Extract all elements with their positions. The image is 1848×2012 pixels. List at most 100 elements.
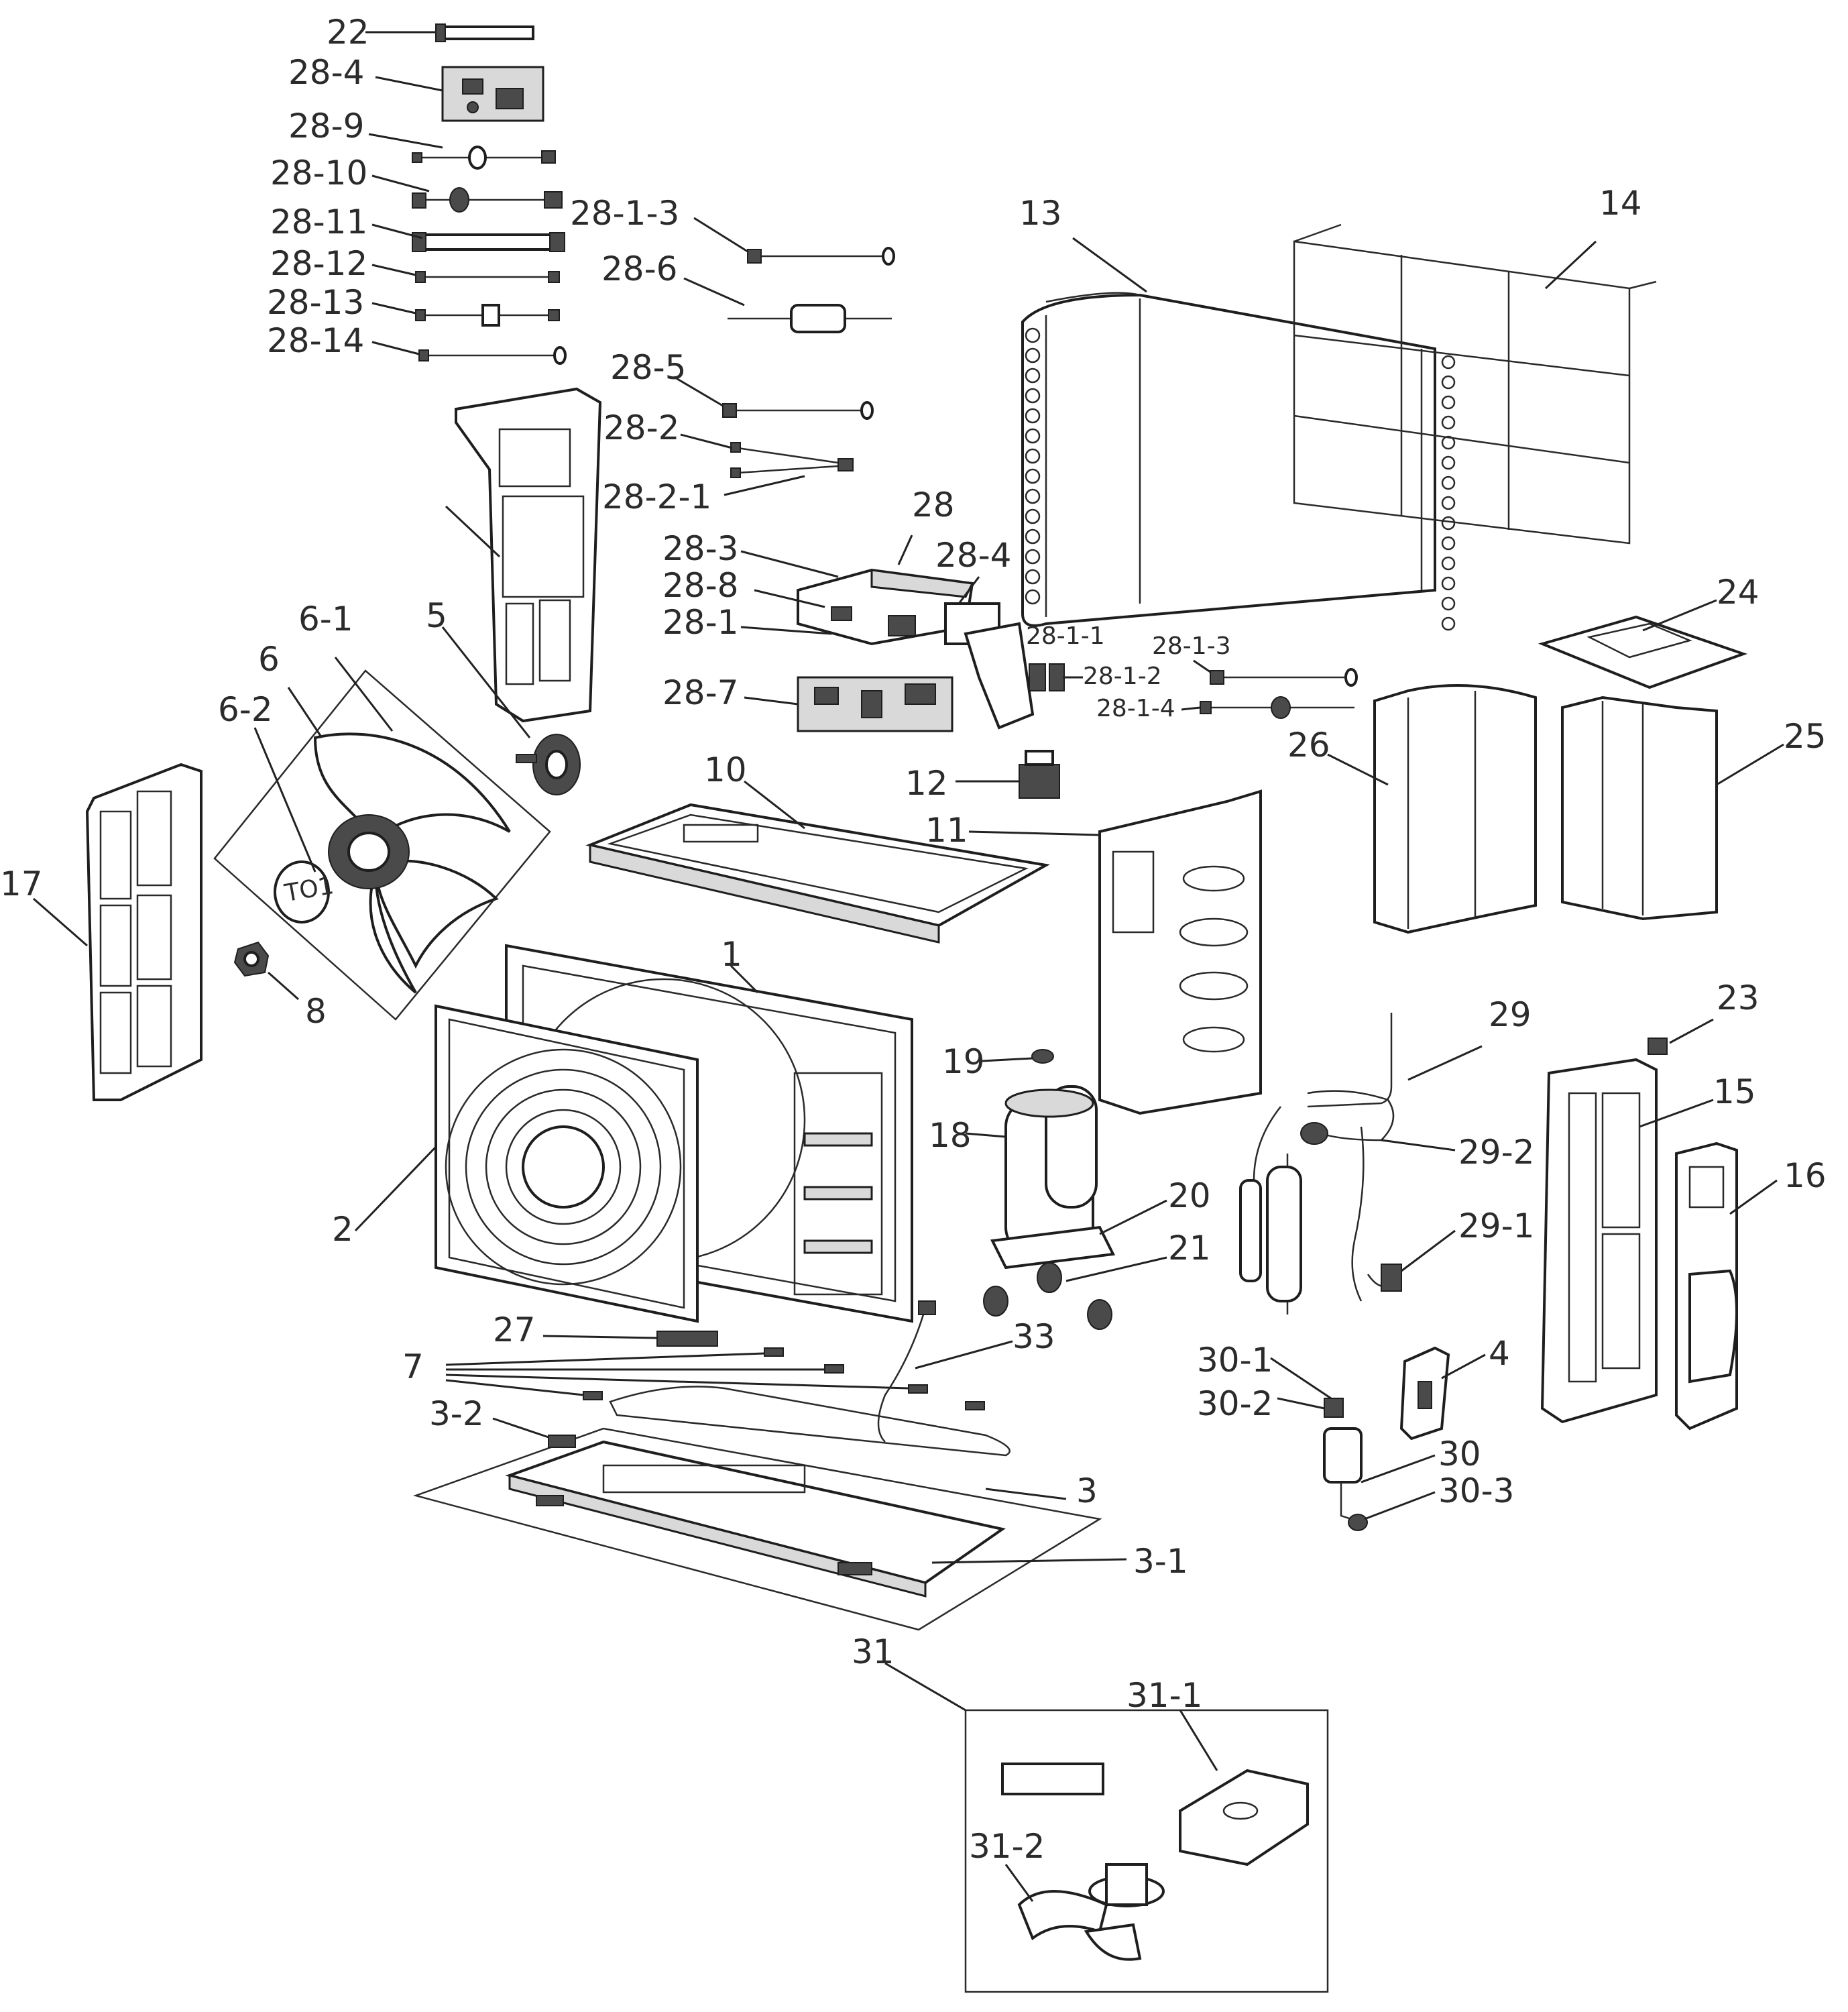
coil-hairpins-left — [1025, 327, 1041, 605]
part-5-fan-motor — [441, 626, 581, 795]
label-28-3: 28-3 — [662, 529, 738, 568]
part-28-1-4-sensor — [1181, 696, 1354, 719]
label-3-2: 3-2 — [429, 1394, 484, 1433]
label-31: 31 — [852, 1632, 894, 1671]
part-33-heater-cable — [609, 1300, 1013, 1457]
part-28-5-sensor — [673, 376, 874, 420]
part-29-piping-assembly — [1239, 1013, 1483, 1315]
part-motor-bracket — [445, 387, 602, 723]
label-2: 2 — [332, 1210, 353, 1249]
part-28-11-harness — [371, 223, 565, 252]
label-4: 4 — [1489, 1334, 1510, 1373]
label-30-3: 30-3 — [1438, 1471, 1514, 1510]
label-28-8: 28-8 — [662, 566, 738, 605]
label-28-4-top: 28-4 — [288, 53, 364, 92]
part-22-terminal-block — [365, 23, 534, 42]
label-6-2: 6-2 — [218, 690, 273, 729]
label-19: 19 — [942, 1042, 985, 1081]
label-28-1-1: 28-1-1 — [1026, 622, 1105, 650]
part-15-right-side-panel — [1540, 1058, 1714, 1424]
label-27: 27 — [493, 1310, 536, 1349]
label-28: 28 — [912, 486, 955, 524]
part-7-screws — [445, 1347, 985, 1410]
part-14-rear-wire-grille — [1293, 223, 1657, 545]
label-29-2: 29-2 — [1458, 1133, 1534, 1172]
label-26: 26 — [1287, 726, 1330, 765]
part-28-4-pcb-top — [375, 66, 544, 122]
label-28-9: 28-9 — [288, 107, 364, 146]
label-1: 1 — [721, 935, 742, 974]
part-6-fan-assembly: TO1 — [213, 657, 551, 1021]
part-28-12-harness — [371, 264, 560, 283]
label-25: 25 — [1784, 717, 1827, 756]
label-28-4: 28-4 — [935, 536, 1011, 575]
label-21: 21 — [1168, 1229, 1211, 1268]
label-31-1: 31-1 — [1127, 1676, 1202, 1715]
label-28-1-2: 28-1-2 — [1083, 663, 1162, 690]
part-2-front-grille — [354, 1004, 699, 1323]
label-15: 15 — [1713, 1072, 1756, 1111]
label-14: 14 — [1599, 184, 1642, 223]
label-30-2: 30-2 — [1197, 1384, 1273, 1423]
part-20-mounting-base — [990, 1199, 1167, 1270]
label-28-2: 28-2 — [603, 408, 679, 447]
label-28-11: 28-11 — [270, 203, 367, 241]
label-18: 18 — [929, 1116, 972, 1155]
label-28-5: 28-5 — [610, 348, 686, 387]
label-28-12: 28-12 — [270, 244, 367, 283]
label-7: 7 — [402, 1347, 424, 1386]
part-28-1-1-and-28-1-2-cores — [1029, 663, 1083, 691]
label-20: 20 — [1168, 1176, 1211, 1215]
part-24-insulation-sheet — [1538, 599, 1748, 689]
label-6: 6 — [258, 640, 280, 679]
label-28-1-3: 28-1-3 — [1152, 632, 1231, 660]
part-29-1-service-valve — [1367, 1229, 1456, 1292]
label-29: 29 — [1489, 995, 1532, 1034]
part-28-7-pcb — [744, 676, 954, 732]
part-28-10-harness — [371, 174, 563, 213]
label-11: 11 — [925, 811, 968, 850]
label-22: 22 — [327, 13, 369, 52]
part-28-9-harness — [368, 133, 556, 170]
label-28-6: 28-6 — [601, 249, 677, 288]
part-8-nut — [233, 941, 299, 1001]
coil-hairpins-right — [1441, 355, 1456, 631]
part-28-electric-box — [740, 535, 1035, 730]
label-28-7: 28-7 — [662, 673, 738, 712]
part-28-13-harness — [371, 302, 560, 327]
label-31-2: 31-2 — [969, 1827, 1045, 1866]
part-28-2-sensor-pair — [680, 433, 854, 496]
part-12-reactor — [956, 750, 1060, 799]
label-3: 3 — [1076, 1471, 1098, 1510]
label-16: 16 — [1784, 1156, 1827, 1195]
part-number-labels: 22 28-4 28-9 28-10 28-11 28-12 28-13 28-… — [0, 13, 1827, 1866]
label-17: 17 — [0, 864, 43, 903]
label-13: 13 — [1019, 194, 1062, 233]
part-3-2-bracket — [492, 1417, 576, 1448]
label-28-2-1: 28-2-1 — [602, 478, 711, 516]
part-16-valve-cover — [1675, 1141, 1778, 1431]
part-28-14-sensor — [371, 341, 567, 365]
part-28-6-reactor-cable — [683, 277, 892, 333]
part-28-1-3-sensor-top — [693, 217, 895, 266]
label-30-1: 30-1 — [1197, 1341, 1273, 1380]
label-6-1: 6-1 — [298, 600, 353, 638]
part-26-sound-insulation — [1327, 684, 1537, 934]
part-30-four-way-valve-assembly — [1270, 1357, 1436, 1531]
label-5: 5 — [426, 596, 447, 635]
part-27-screw-set — [542, 1331, 718, 1347]
part-31-1-drain-cap — [1179, 1710, 1309, 1866]
label-28-1-3-top: 28-1-3 — [570, 194, 679, 233]
label-28-10: 28-10 — [270, 154, 367, 192]
label-28-1-4: 28-1-4 — [1096, 695, 1175, 722]
part-3-base-pan-assembly — [412, 1427, 1127, 1631]
label-23: 23 — [1717, 979, 1759, 1017]
label-28-13: 28-13 — [267, 283, 364, 322]
part-18-compressor — [965, 1085, 1098, 1255]
part-13-condenser-coil — [1021, 237, 1456, 631]
label-30: 30 — [1438, 1435, 1481, 1473]
part-19-terminal-cover — [982, 1049, 1054, 1064]
part-25-sound-insulation — [1561, 695, 1784, 921]
part-31-accessory-kit — [884, 1662, 1329, 1993]
part-23-clip — [1648, 1018, 1714, 1055]
